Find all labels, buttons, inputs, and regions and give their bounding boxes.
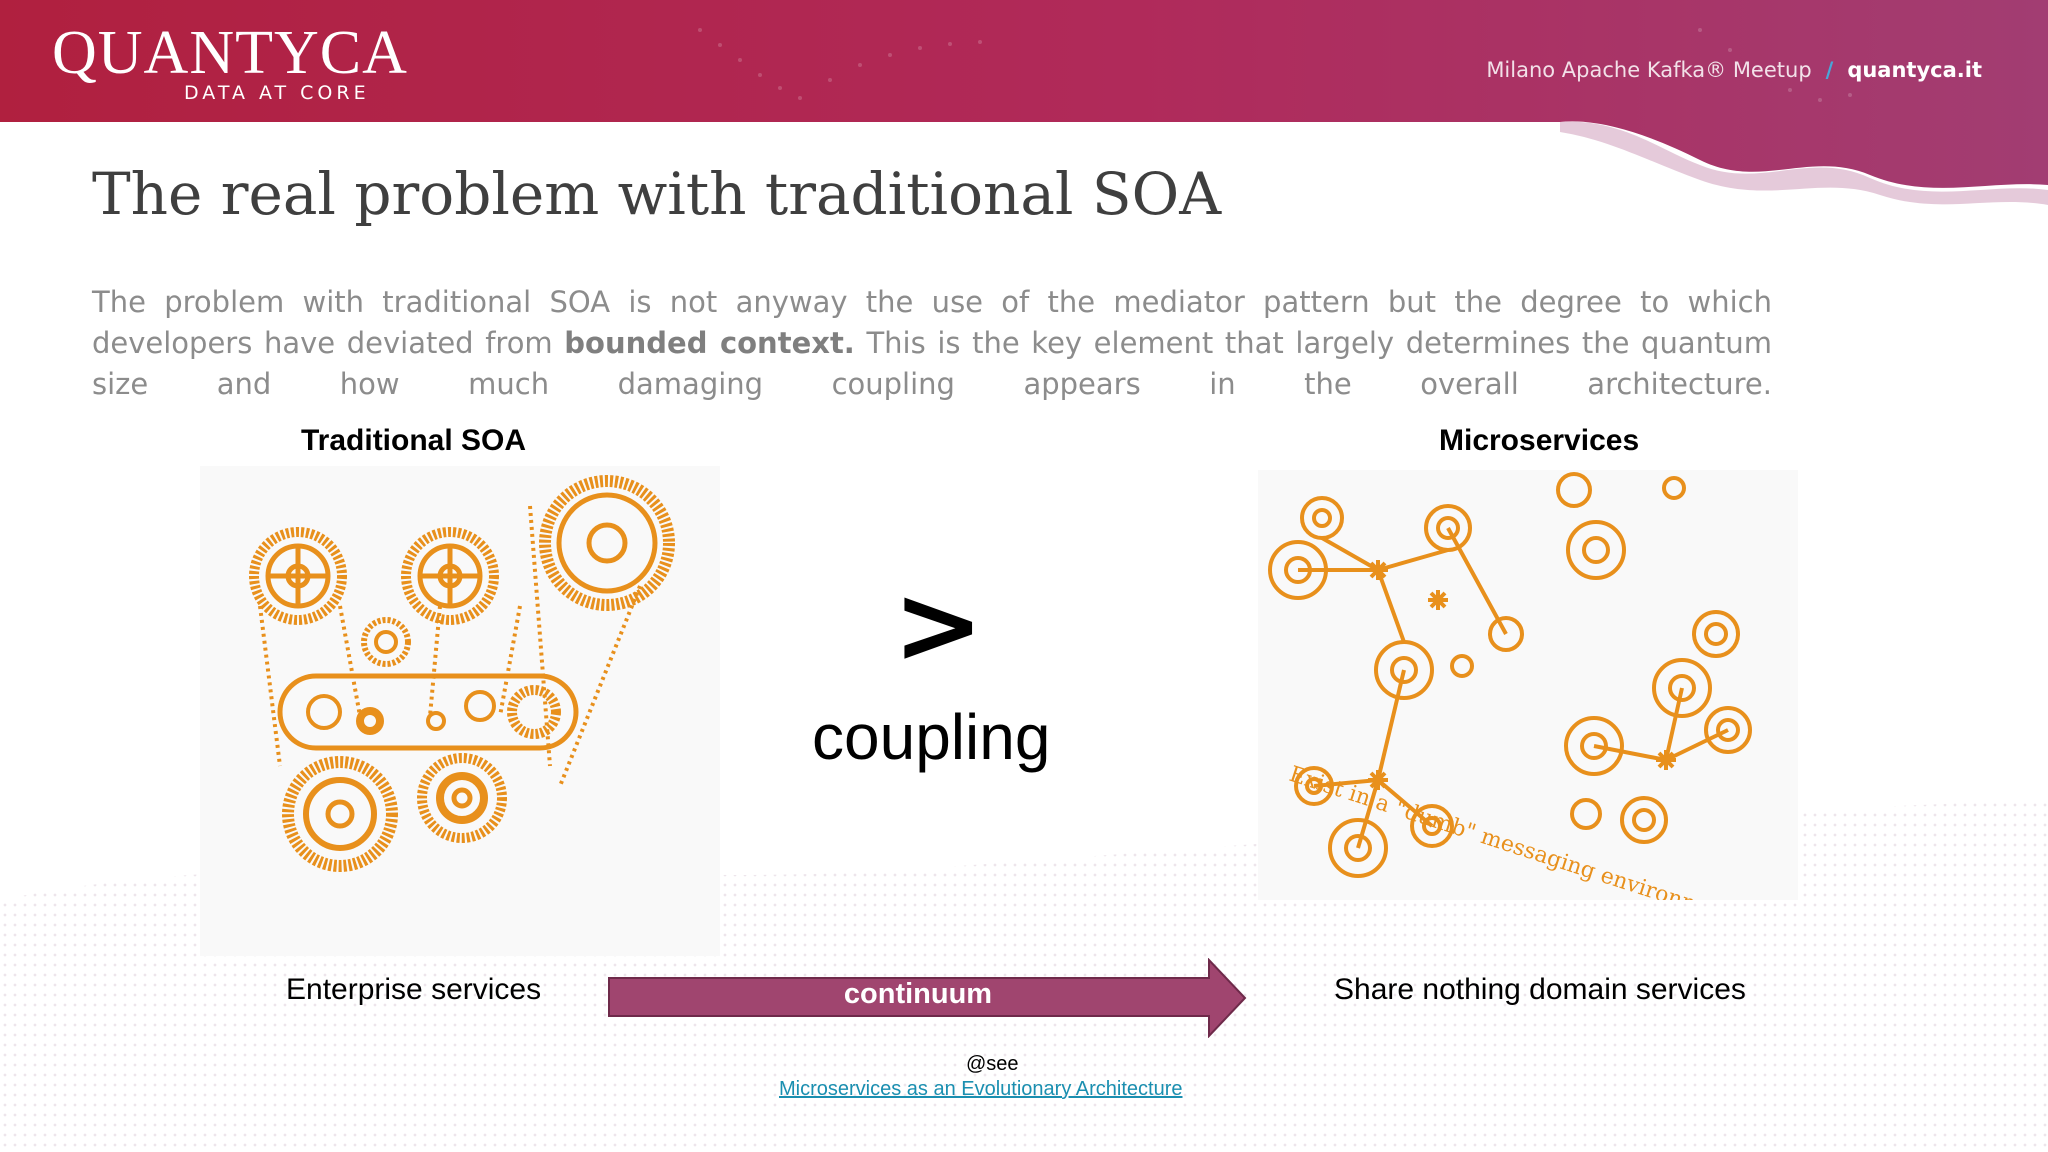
continuum-label: continuum (843, 978, 993, 1010)
microservices-caption-text: Exist in a "dumb" messaging environment (1286, 762, 1740, 900)
traditional-soa-image (200, 466, 720, 956)
logo-wordmark: QUANTYCA (52, 19, 408, 87)
coupling-word: coupling (812, 701, 1051, 773)
share-nothing-label: Share nothing domain services (1334, 973, 1746, 1006)
nav-separator: / (1825, 58, 1834, 82)
slide-paragraph: The problem with traditional SOA is not … (92, 282, 1772, 405)
enterprise-services-label: Enterprise services (286, 973, 542, 1006)
gears-illustration (249, 475, 675, 872)
header-wave-graphic (0, 0, 2048, 205)
microservices-illustration: Exist in a "dumb" messaging environment (1268, 472, 1752, 931)
event-name: Milano Apache Kafka® Meetup (1486, 58, 1812, 82)
paragraph-bold: bounded context. (564, 326, 855, 360)
greater-than-symbol: > (893, 563, 984, 688)
reference-link[interactable]: Microservices as an Evolutionary Archite… (779, 1078, 1183, 1100)
logo-tagline: DATA AT CORE (184, 82, 370, 104)
header-banner: QUANTYCA DATA AT CORE Milano Apache Kafk… (0, 0, 2048, 210)
quantyca-logo[interactable]: QUANTYCA DATA AT CORE (52, 20, 408, 104)
slide-title: The real problem with traditional SOA (92, 160, 1222, 228)
top-navigation: Milano Apache Kafka® Meetup / quantyca.i… (1486, 58, 1982, 82)
paragraph-part-1: The problem with traditional SOA is not … (92, 285, 1772, 360)
paragraph-part-2: This is the key element that largely det… (92, 326, 1772, 401)
continuum-arrow (608, 958, 1247, 1038)
see-prefix: @see (966, 1053, 1019, 1075)
microservices-image: Exist in a "dumb" messaging environment (1258, 470, 1798, 931)
traditional-soa-label: Traditional SOA (301, 424, 527, 457)
site-link[interactable]: quantyca.it (1847, 58, 1982, 82)
microservices-label: Microservices (1439, 424, 1640, 457)
